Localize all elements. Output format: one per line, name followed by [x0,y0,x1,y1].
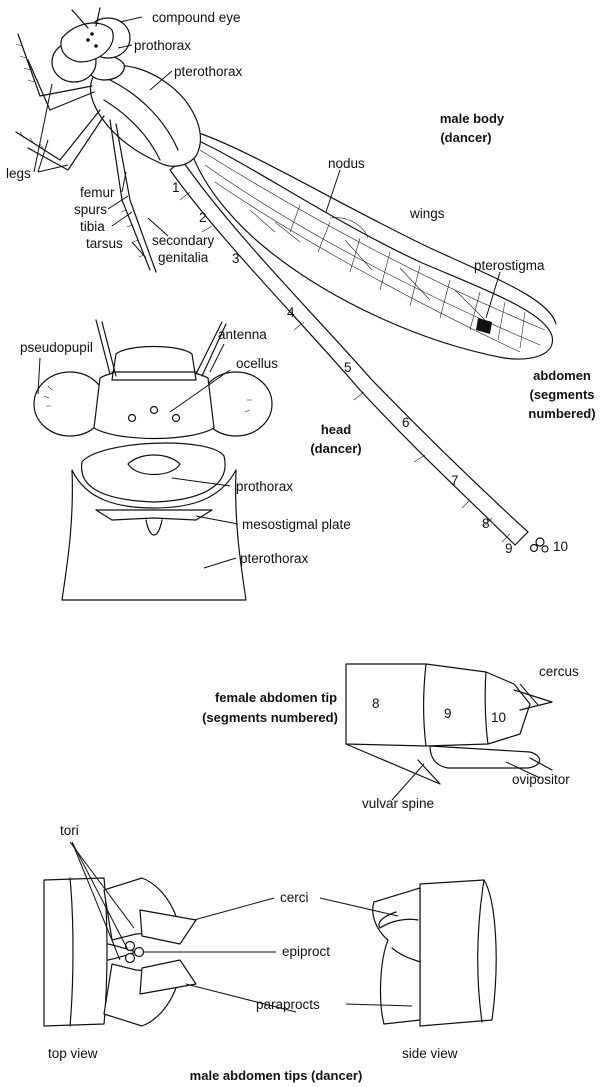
nodus-label: nodus [328,156,365,171]
cercus-label: cercus [539,664,579,679]
pterothorax-label-body: pterothorax [174,64,243,79]
wings-label: wings [409,206,445,221]
secondary-label: secondary [152,233,215,248]
abdomen-title-line2: (segments [529,387,594,402]
male-tips-title: male abdomen tips (dancer) [190,1068,363,1083]
compound-eye-label: compound eye [152,10,241,25]
segment-1-label: 1 [172,180,180,195]
epiproct-label: epiproct [282,944,330,959]
female-tip-drawing: cercus vulvar spine ovipositor 8 9 10 fe… [202,664,579,811]
head-drawing: pseudopupil antenna ocellus prothorax me… [20,320,362,600]
cerci-label: cerci [280,890,309,905]
male-tips-drawing: tori cerci epiproct paraprocts top view … [44,823,496,1083]
pterostigma-label: pterostigma [474,258,545,273]
legs-label: legs [6,166,31,181]
side-view-label: side view [402,1046,458,1061]
mesostigmal-plate-label: mesostigmal plate [242,517,351,532]
top-view-label: top view [48,1046,98,1061]
prothorax-label-body: prothorax [134,38,191,53]
abdomen-title-line3: numbered) [528,406,595,421]
female-segment-8-label: 8 [372,696,380,711]
ovipositor-label: ovipositor [512,772,570,787]
tarsus-label: tarsus [86,236,123,251]
paraprocts-label: paraprocts [256,997,320,1012]
tibia-label: tibia [80,219,105,234]
segment-3-label: 3 [232,251,240,266]
abdomen-title-line1: abdomen [533,368,591,383]
segment-6-label: 6 [402,415,410,430]
segment-8-label: 8 [482,516,490,531]
female-segment-10-label: 10 [491,710,506,725]
segment-4-label: 4 [287,305,295,320]
segment-10-label: 10 [553,539,568,554]
segment-5-label: 5 [344,360,352,375]
genitalia-label: genitalia [158,250,209,265]
tori-label: tori [60,823,79,838]
prothorax-label-head: prothorax [236,479,293,494]
ocellus-label: ocellus [236,356,278,371]
segment-7-label: 7 [451,473,459,488]
femur-label: femur [80,185,115,200]
head-title-line2: (dancer) [310,441,361,456]
spurs-label: spurs [74,202,107,217]
male-body-title-line2: (dancer) [440,130,491,145]
female-segment-9-label: 9 [444,706,452,721]
segment-9-label: 9 [505,541,513,556]
pseudopupil-label: pseudopupil [20,340,93,355]
pterothorax-label-head: pterothorax [240,551,309,566]
female-tip-title-line2: (segments numbered) [202,710,338,725]
head-title-line1: head [321,422,351,437]
vulvar-spine-label: vulvar spine [362,796,434,811]
female-tip-title-line1: female abdomen tip [215,690,337,705]
antenna-label: antenna [218,327,267,342]
segment-2-label: 2 [199,210,207,225]
male-body-title-line1: male body [440,111,505,126]
